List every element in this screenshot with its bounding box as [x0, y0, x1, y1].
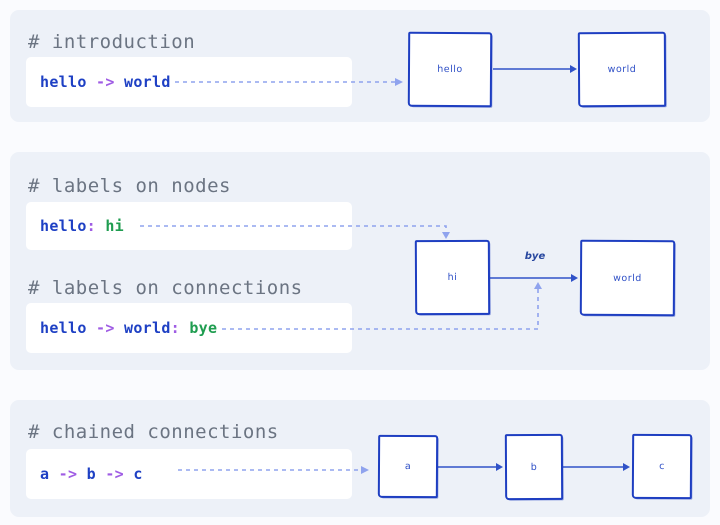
edge-label: bye	[524, 251, 546, 262]
node-label: world	[607, 63, 637, 76]
section-heading: # introduction	[28, 31, 196, 53]
diagram-node: a	[377, 434, 439, 499]
node-label: world	[613, 272, 642, 284]
section-heading: # labels on nodes	[28, 175, 231, 197]
code-token: world	[124, 319, 171, 337]
arrowhead-icon	[496, 463, 503, 471]
code-token: hello	[40, 73, 96, 91]
diagram-node: hello	[407, 31, 493, 108]
diagram-node: world	[577, 31, 667, 108]
code-token: ->	[58, 465, 87, 483]
code-token: c	[133, 465, 143, 483]
code-line: hello -> world	[40, 73, 171, 91]
diagram-node: hi	[414, 239, 491, 316]
node-label: a	[404, 460, 412, 473]
code-token: :	[86, 217, 106, 235]
code-token: ->	[96, 73, 124, 91]
code-token: a	[40, 465, 59, 483]
section-heading: # chained connections	[28, 421, 279, 443]
code-snippet[interactable]: hello -> world: bye	[26, 303, 352, 353]
section-chained-connections: # chained connections a -> b -> c a b c	[10, 400, 710, 517]
arrowhead-icon	[570, 65, 577, 73]
dashed-arrowhead-icon	[534, 282, 542, 289]
diagram-node: b	[504, 433, 564, 501]
node-label: b	[530, 461, 538, 473]
dashed-arrowhead-icon	[395, 78, 403, 86]
code-snippet[interactable]: hello -> world	[26, 57, 352, 107]
section-labels: # labels on nodes hello: hi # labels on …	[10, 152, 710, 370]
code-token: :	[170, 319, 190, 337]
code-token: world	[124, 73, 171, 91]
code-line: hello -> world: bye	[40, 319, 217, 337]
code-token: bye	[189, 319, 218, 337]
dashed-arrowhead-icon	[442, 232, 450, 239]
code-token: hello	[40, 217, 87, 235]
code-snippet[interactable]: a -> b -> c	[26, 449, 352, 499]
code-token: hello	[40, 319, 96, 337]
code-snippet[interactable]: hello: hi	[26, 202, 352, 250]
dashed-arrowhead-icon	[361, 466, 369, 474]
code-line: a -> b -> c	[40, 465, 143, 483]
section-heading: # labels on connections	[28, 277, 303, 299]
diagram-node: c	[631, 433, 693, 500]
code-token: ->	[105, 465, 134, 483]
arrowhead-icon	[571, 274, 578, 282]
code-line: hello: hi	[40, 217, 124, 235]
code-token: ->	[96, 319, 124, 337]
arrowhead-icon	[623, 463, 630, 471]
code-token: b	[86, 465, 106, 483]
code-token: hi	[105, 217, 124, 235]
node-label: c	[659, 460, 665, 473]
diagram-node: world	[579, 239, 676, 317]
node-label: hello	[437, 63, 463, 76]
section-introduction: # introduction hello -> world hello worl…	[10, 10, 710, 122]
node-label: hi	[447, 271, 458, 284]
